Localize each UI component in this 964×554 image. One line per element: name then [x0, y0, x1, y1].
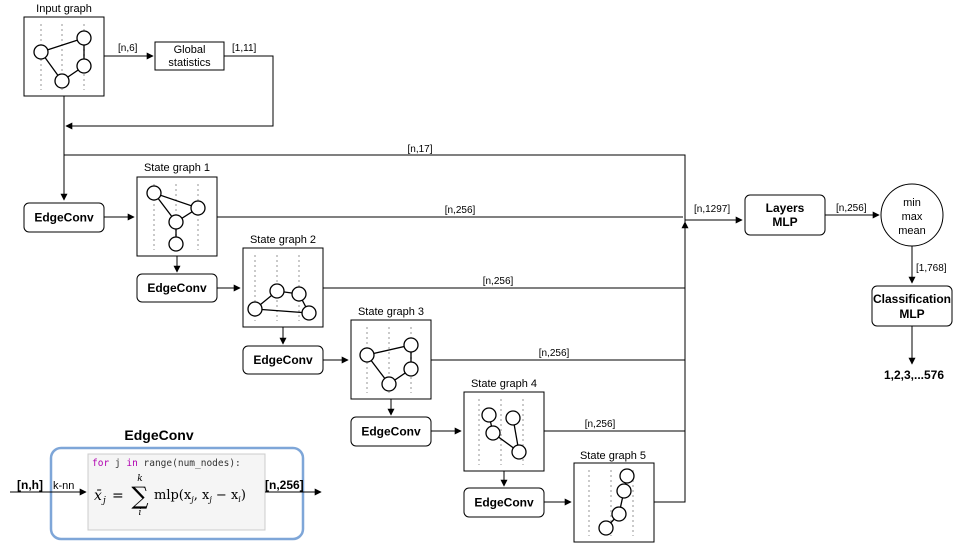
edgeconv-block-2: EdgeConv: [136, 273, 218, 303]
sum-symbol: ∑: [131, 482, 148, 510]
dim-label-sg3: [n,256]: [539, 348, 570, 359]
dim-label-1-768: [1,768]: [916, 263, 947, 274]
state-graph-5-title: State graph 5: [580, 450, 646, 462]
dim-label-n17: [n,17]: [407, 144, 432, 155]
formula-lhs: x̄: [94, 488, 102, 504]
sum-top: k: [137, 474, 142, 484]
pool-max: max: [902, 211, 923, 223]
rhs-close: ): [241, 488, 246, 503]
pooling-node: min max mean: [880, 183, 944, 247]
rhs-mlp: mlp(x: [154, 488, 192, 503]
edge-skip-n17: [64, 154, 686, 222]
formula-rhs: mlp(xj, xj − xi): [154, 488, 246, 504]
formula-eq: =: [112, 488, 124, 504]
edgeconv-block-3: EdgeConv: [242, 345, 324, 375]
sum-bottom: i: [139, 508, 142, 518]
dim-label-1-11: [1,11]: [232, 43, 256, 54]
edge-sg5-output: [654, 221, 689, 503]
state-graph-4-title: State graph 4: [471, 378, 537, 390]
state-graph-4: [463, 391, 545, 472]
state-graph-2-title: State graph 2: [250, 234, 316, 246]
state-graph-1: [136, 176, 218, 257]
output-classes: 1,2,3,...576: [884, 368, 944, 382]
rhs-minus: − x: [212, 488, 239, 503]
code-in: in: [126, 458, 137, 469]
state-graph-3-title: State graph 3: [358, 306, 424, 318]
input-graph-title: Input graph: [36, 3, 92, 15]
edgeconv-label-2: EdgeConv: [147, 281, 207, 295]
formula-lhs-sub: j: [101, 496, 106, 506]
global-stats-line1: Global: [174, 44, 206, 56]
pool-mean: mean: [898, 225, 926, 237]
edgeconv-label-4: EdgeConv: [361, 425, 421, 439]
cls-mlp-line1: Classification: [873, 292, 951, 306]
code-args: (num_nodes):: [172, 458, 241, 469]
rhs-sub-i: i: [238, 495, 241, 504]
pool-min: min: [903, 197, 921, 209]
legend-output-dim: [n,256]: [265, 478, 304, 492]
edgeconv-block-4: EdgeConv: [350, 416, 432, 447]
layers-mlp-box: Layers MLP: [744, 194, 826, 236]
layers-mlp-line2: MLP: [772, 215, 797, 229]
edgeconv-block-1: EdgeConv: [23, 202, 105, 233]
code-range: range: [138, 458, 173, 469]
legend-title: EdgeConv: [124, 427, 193, 443]
layers-mlp-line1: Layers: [766, 201, 805, 215]
legend-input-dim: [n,h]: [17, 478, 43, 492]
dim-label-mlp-out: [n,256]: [836, 203, 867, 214]
cls-mlp-line2: MLP: [899, 307, 924, 321]
legend-code-line: for j in range(num_nodes):: [92, 458, 241, 469]
edgeconv-label-1: EdgeConv: [34, 211, 94, 225]
rhs-sub-j: j: [189, 495, 194, 504]
state-graph-5: [573, 462, 655, 543]
dim-label-sg4: [n,256]: [585, 419, 616, 430]
legend-knn: k-nn: [53, 480, 74, 492]
rhs-sub-j2: j: [207, 495, 212, 504]
state-graph-2: [242, 247, 324, 328]
state-graph-1-title: State graph 1: [144, 162, 210, 174]
edge-stats-feedback: [65, 55, 274, 130]
edgeconv-label-3: EdgeConv: [253, 353, 313, 367]
classification-mlp-box: Classification MLP: [871, 285, 953, 327]
dim-label-n6: [n,6]: [118, 43, 138, 54]
global-statistics-box: Global statistics: [154, 41, 225, 71]
dim-label-sg1: [n,256]: [445, 205, 476, 216]
input-graph: [23, 16, 105, 97]
state-graph-3: [350, 319, 432, 400]
dim-label-sg2: [n,256]: [483, 276, 514, 287]
edgeconv-legend-box: for j in range(num_nodes): x̄ j = k ∑ i …: [49, 446, 305, 541]
global-stats-line2: statistics: [168, 57, 211, 69]
dim-label-n1297: [n,1297]: [694, 204, 730, 215]
edgeconv-block-5: EdgeConv: [463, 487, 545, 518]
code-var: j: [109, 458, 126, 469]
rhs-mid: , x: [194, 488, 210, 503]
edgeconv-label-5: EdgeConv: [474, 496, 534, 510]
code-for: for: [92, 458, 109, 469]
